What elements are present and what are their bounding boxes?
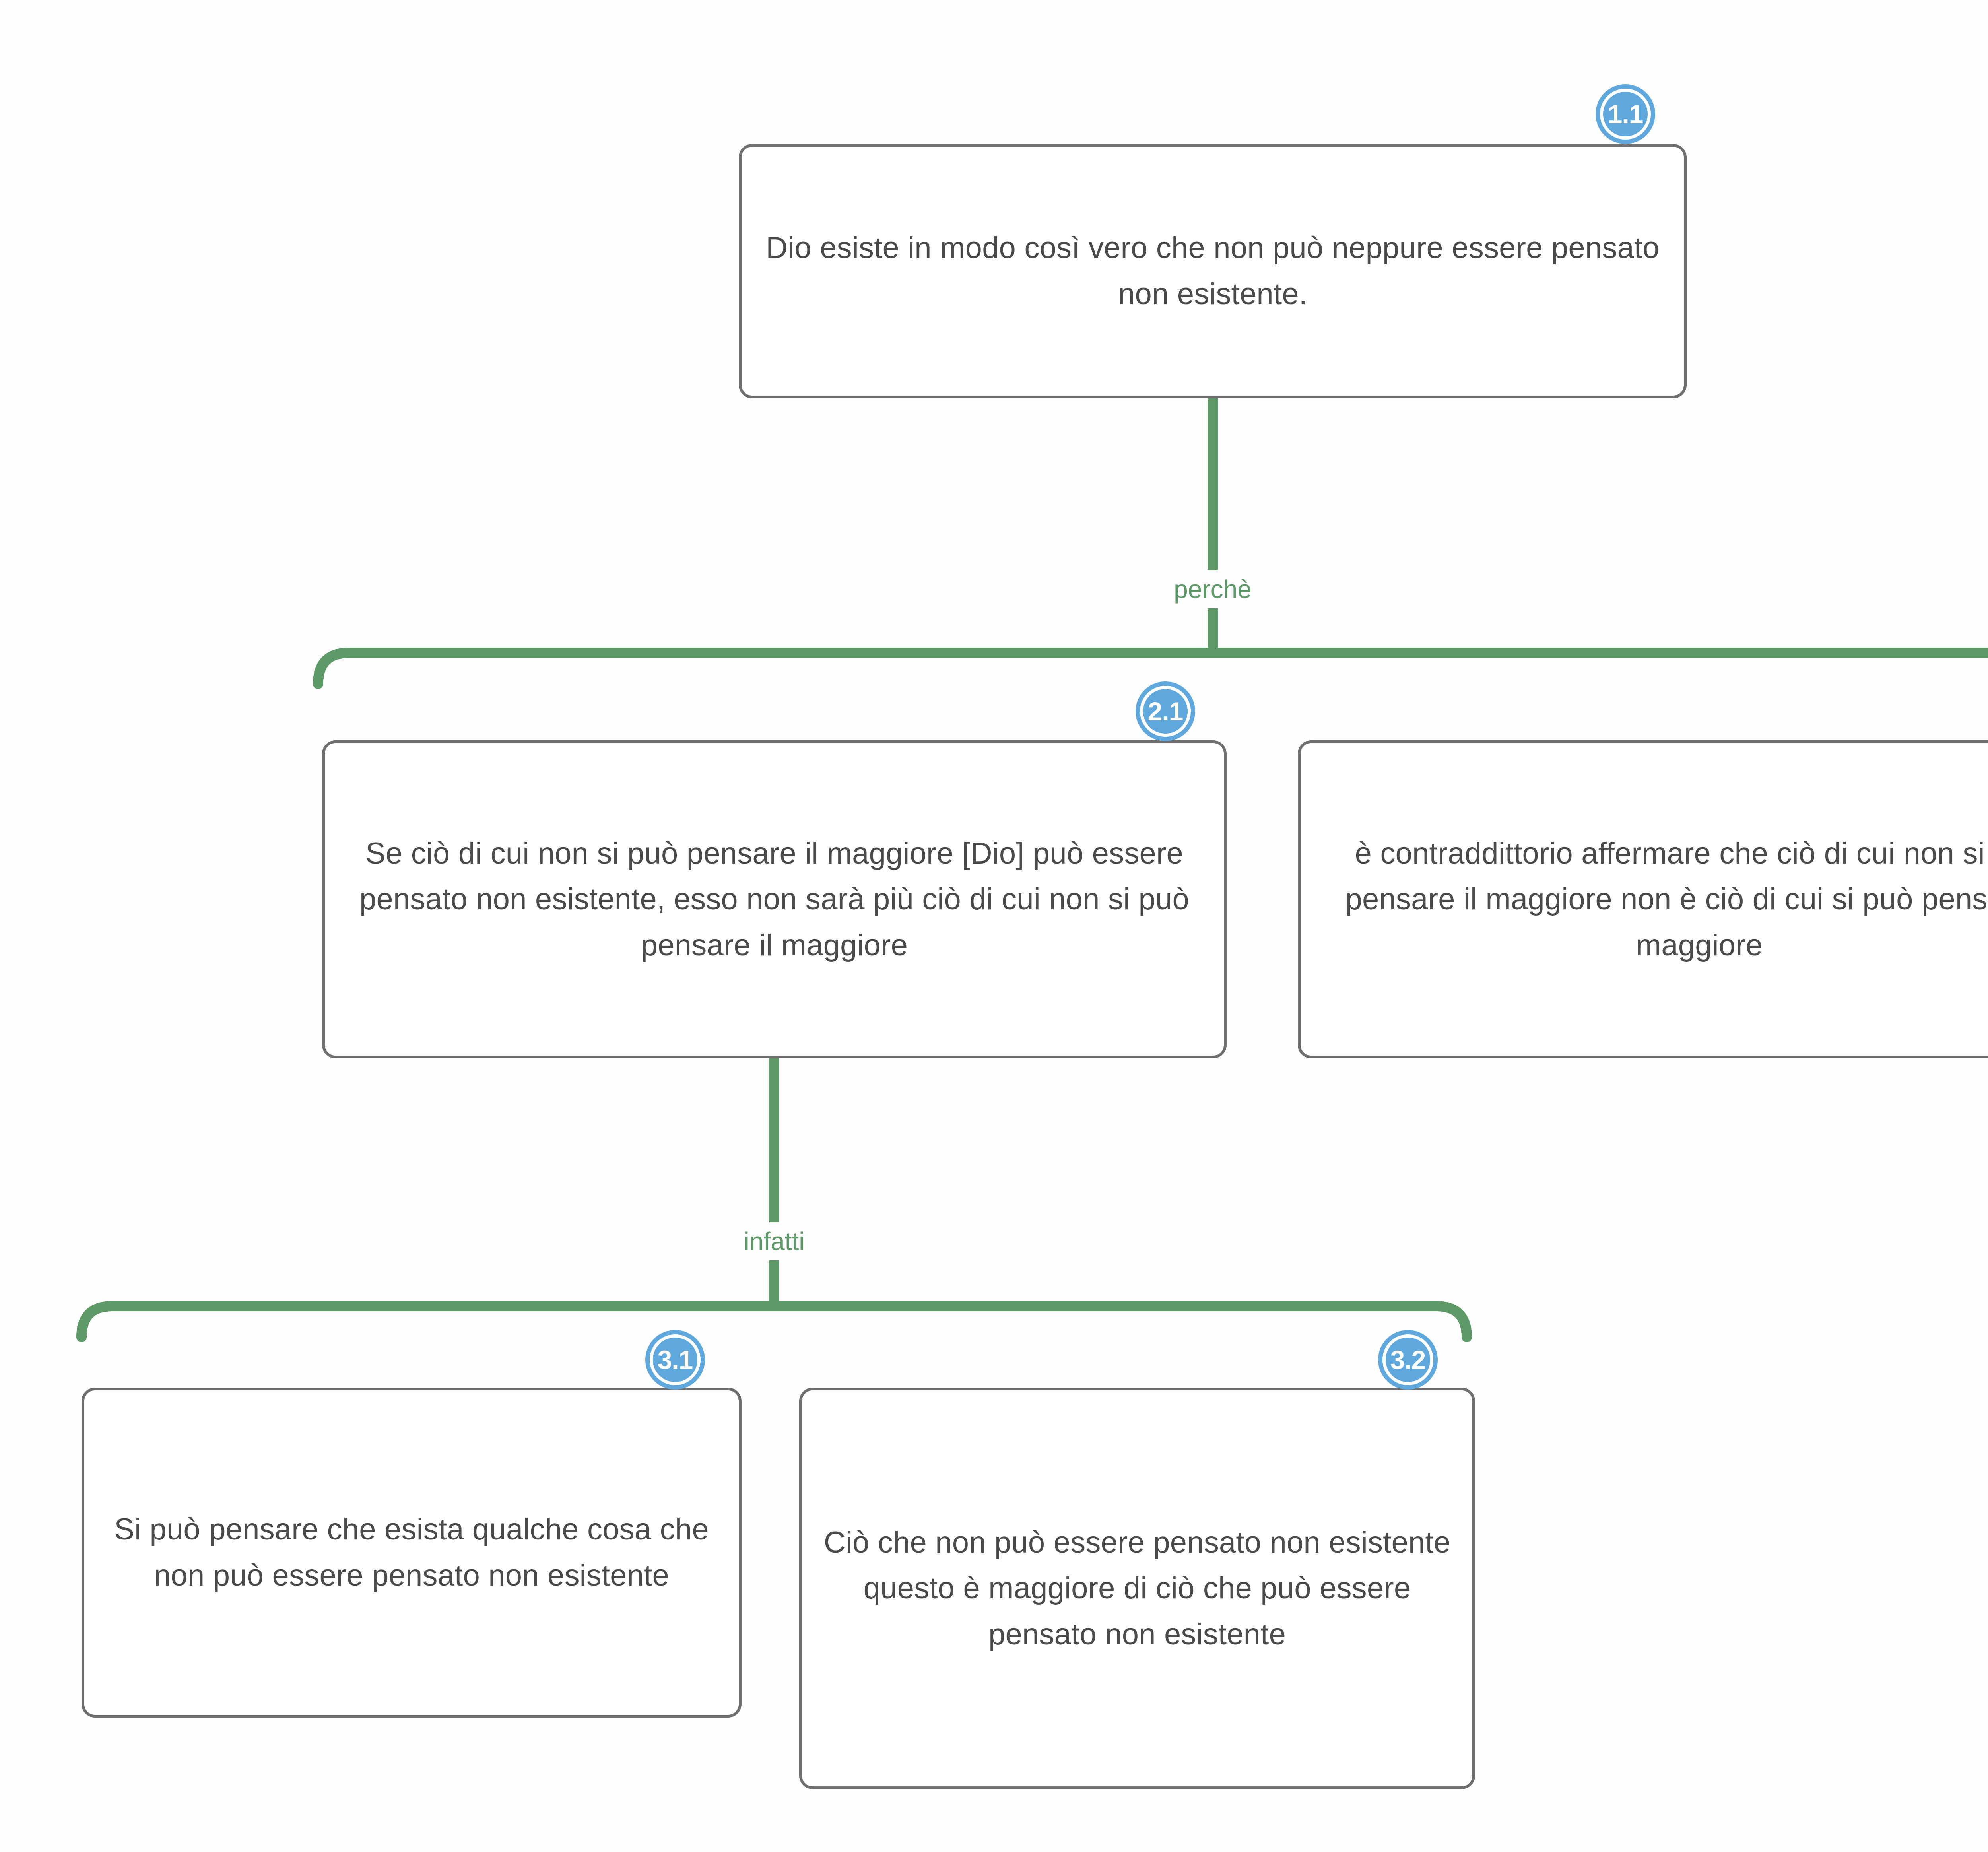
node-2-1-text: Se ciò di cui non si può pensare il magg… [359,836,1189,962]
badge-2-1[interactable]: 2.1 [1136,681,1195,741]
node-2-2[interactable]: è contraddittorio affermare che ciò di c… [1298,740,1988,1058]
node-1-1-text: Dio esiste in modo così vero che non può… [766,231,1660,311]
badge-1-1-label: 1.1 [1607,99,1644,129]
node-3-2-text: Ciò che non può essere pensato non esist… [823,1525,1451,1651]
node-2-2-text: è contraddittorio affermare che ciò di c… [1345,836,1988,962]
connector-bracket-level3 [76,1301,1472,1342]
badge-3-1-label: 3.1 [657,1345,693,1374]
node-1-1[interactable]: Dio esiste in modo così vero che non può… [739,144,1687,398]
node-3-1[interactable]: Si può pensare che esista qualche cosa c… [82,1388,742,1718]
badge-3-2[interactable]: 3.2 [1378,1330,1438,1390]
badge-2-1-label: 2.1 [1147,697,1184,726]
badge-3-1[interactable]: 3.1 [645,1330,705,1390]
connector-label-perche: perchè [1165,570,1260,608]
connector-bracket-level2 [313,648,1988,689]
badge-1-1[interactable]: 1.1 [1596,84,1655,144]
node-3-2[interactable]: Ciò che non può essere pensato non esist… [799,1388,1475,1789]
node-2-1[interactable]: Se ciò di cui non si può pensare il magg… [322,740,1227,1058]
node-3-1-text: Si può pensare che esista qualche cosa c… [114,1512,709,1592]
connector-label-infatti: infatti [735,1222,813,1260]
badge-3-2-label: 3.2 [1390,1345,1426,1374]
